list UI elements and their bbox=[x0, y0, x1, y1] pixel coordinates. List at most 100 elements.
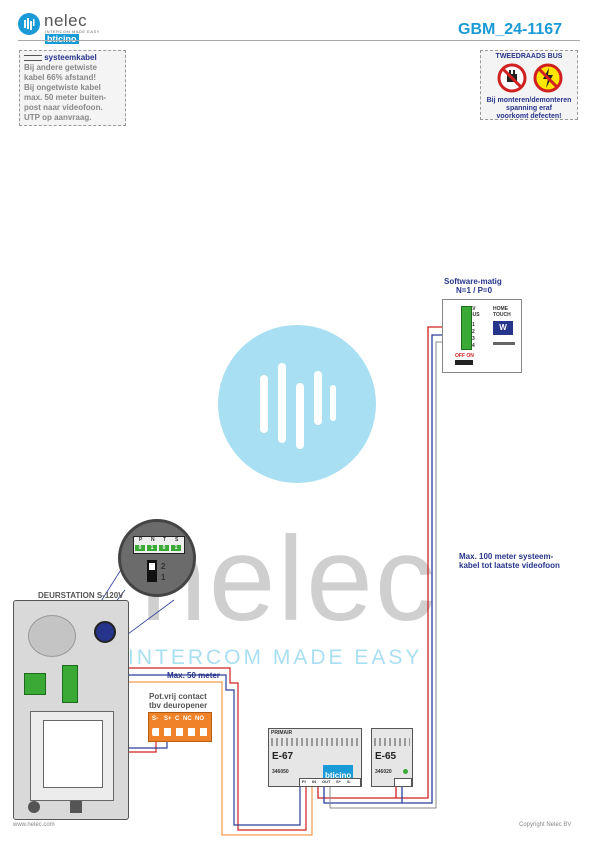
watermark-logo-icon bbox=[218, 325, 376, 483]
door-wire-orange bbox=[80, 681, 313, 836]
psu-terminal-strip bbox=[394, 778, 412, 787]
door-wire-red bbox=[80, 667, 307, 831]
cable-note-line: kabel 66% afstand! bbox=[24, 73, 97, 82]
software-value: N=1 / P=0 bbox=[456, 286, 493, 295]
videophone-terminal: 3 bbox=[472, 336, 475, 342]
videophone-brand: HOME bbox=[493, 306, 508, 312]
relay-module: S- S+ C NC NO bbox=[148, 712, 212, 742]
logo-name: nelec bbox=[44, 11, 88, 30]
jumper-header: S bbox=[175, 537, 179, 543]
header-logo: nelec INTERCOM MADE EASY bticino bbox=[18, 11, 138, 44]
videophone-key: W bbox=[493, 321, 513, 335]
logo-icon bbox=[18, 13, 40, 35]
bus-warning-line: voorkomt defecten! bbox=[496, 113, 562, 120]
cable-note: systeemkabel Bij andere getwiste kabel 6… bbox=[19, 50, 126, 126]
header-rule bbox=[18, 40, 580, 41]
relay-terminal-label: C bbox=[175, 716, 180, 722]
bus-warning-line: spanning eraf bbox=[506, 105, 552, 112]
jumper-value: 1 bbox=[171, 545, 181, 551]
warning-icons bbox=[481, 61, 577, 97]
jumper-value: 1 bbox=[147, 545, 157, 551]
jumper-zoom: P N T S 0 1 0 1 2 1 bbox=[118, 519, 196, 597]
relay-terminal-label: S+ bbox=[164, 716, 172, 722]
primary-brand-label: bticino bbox=[325, 771, 352, 780]
videophone-key-label: W bbox=[499, 323, 507, 332]
primary-terminal: IN bbox=[312, 779, 316, 784]
cable-note-line: max. 50 meter buiten- bbox=[24, 93, 107, 102]
watermark-tagline: INTERCOM MADE EASY bbox=[128, 646, 423, 669]
door-station-label: DEURSTATION S-120V bbox=[38, 591, 124, 600]
videophone-terminal: 1 bbox=[472, 322, 475, 328]
primary-terminal: OUT bbox=[322, 779, 331, 784]
button-icon[interactable] bbox=[28, 801, 40, 813]
door-frame-window bbox=[43, 720, 103, 788]
psu-vents bbox=[374, 738, 410, 746]
bus-wire-red bbox=[317, 326, 462, 799]
cable-note-line: Bij andere getwiste bbox=[24, 63, 97, 72]
max-100-label: kabel tot laatste videofoon bbox=[459, 561, 560, 570]
dip-switch-label: 1 bbox=[161, 573, 166, 582]
dip-switch-knob bbox=[149, 563, 155, 570]
no-power-plug-icon bbox=[497, 63, 527, 93]
door-connector bbox=[24, 673, 46, 695]
footer-website: www.nelec.com bbox=[13, 822, 55, 828]
bus-warning-line: Bij monteren/demonteren bbox=[486, 97, 572, 104]
primary-code: 346050 bbox=[272, 769, 289, 775]
logo-brand: bticino bbox=[45, 34, 79, 44]
dip-switch-label: 2 bbox=[161, 562, 166, 571]
jumper-value: 0 bbox=[159, 545, 169, 551]
videophone-brand: TOUCH bbox=[493, 312, 511, 318]
jumper-block: P N T S 0 1 0 1 bbox=[133, 536, 185, 554]
psu-code: 346020 bbox=[375, 769, 392, 775]
cable-note-line: post naar videofoon. bbox=[24, 103, 103, 112]
door-wire-blue bbox=[80, 674, 301, 826]
max-100-label: Max. 100 meter systeem- bbox=[459, 552, 554, 561]
jumper-value: 0 bbox=[135, 545, 145, 551]
relay-terminal-label: NC bbox=[183, 716, 192, 722]
dip-switch bbox=[147, 560, 157, 582]
videophone-terminal-block bbox=[461, 306, 472, 350]
cable-note-line: Bij ongetwiste kabel bbox=[24, 83, 101, 92]
jumper-header: T bbox=[163, 537, 167, 543]
max-50-label: Max. 50 meter bbox=[167, 671, 220, 680]
no-voltage-icon bbox=[533, 63, 563, 93]
contact-label: Pot.vrij contact bbox=[149, 692, 207, 701]
power-supply: E-65 346020 bbox=[371, 728, 413, 787]
bus-warning: TWEEDRAADS BUS Bij monteren/demonteren s… bbox=[480, 50, 578, 120]
contact-label: tbv deuropener bbox=[149, 701, 208, 710]
lock-release-icon bbox=[70, 801, 82, 813]
videophone-switch[interactable] bbox=[455, 360, 473, 365]
cable-note-heading: systeemkabel bbox=[44, 53, 97, 62]
primary-terminal: PI bbox=[302, 779, 306, 784]
primary-unit: PRIMAIR E-67 346050 bticino PI IN OUT S+… bbox=[268, 728, 362, 787]
psu-led-icon bbox=[403, 769, 408, 774]
cable-note-heading-row: systeemkabel bbox=[24, 53, 121, 63]
relay-terminal-label: NO bbox=[195, 716, 204, 722]
software-label: Software-matig bbox=[444, 277, 502, 286]
relay-screws bbox=[152, 728, 208, 736]
logo-tagline: INTERCOM MADE EASY bbox=[45, 29, 100, 34]
document-id: GBM_24-1167 bbox=[458, 21, 563, 38]
door-station bbox=[13, 600, 129, 820]
videophone-connector bbox=[493, 342, 515, 345]
videophone-terminal: 2 bbox=[472, 329, 475, 335]
primary-terminal-strip: PI IN OUT S+ S- bbox=[299, 778, 361, 787]
speaker-grille bbox=[28, 615, 76, 657]
primary-tag: PRIMAIR bbox=[271, 730, 293, 736]
footer-copyright: Copyright Nelec BV bbox=[519, 822, 572, 828]
jumper-header: N bbox=[151, 537, 155, 543]
primary-terminal: S- bbox=[347, 779, 351, 784]
jumper-header: P bbox=[139, 537, 143, 543]
cable-note-line: UTP op aanvraag. bbox=[24, 113, 92, 122]
psu-model: E-65 bbox=[375, 751, 397, 762]
primary-terminal: S+ bbox=[336, 779, 342, 784]
relay-terminal-label: S- bbox=[152, 716, 158, 722]
videophone-bus-label: AV BUS bbox=[469, 306, 480, 318]
videophone-switch-label: OFF ON bbox=[455, 353, 474, 359]
videophone: AV BUS 1 2 3 4 HOME TOUCH W OFF ON bbox=[442, 299, 522, 373]
bus-warning-title: TWEEDRAADS BUS bbox=[495, 53, 563, 60]
videophone-terminal: 4 bbox=[472, 343, 475, 349]
camera-icon bbox=[94, 621, 116, 643]
primary-vents bbox=[271, 738, 359, 746]
door-terminal-block bbox=[62, 665, 78, 703]
